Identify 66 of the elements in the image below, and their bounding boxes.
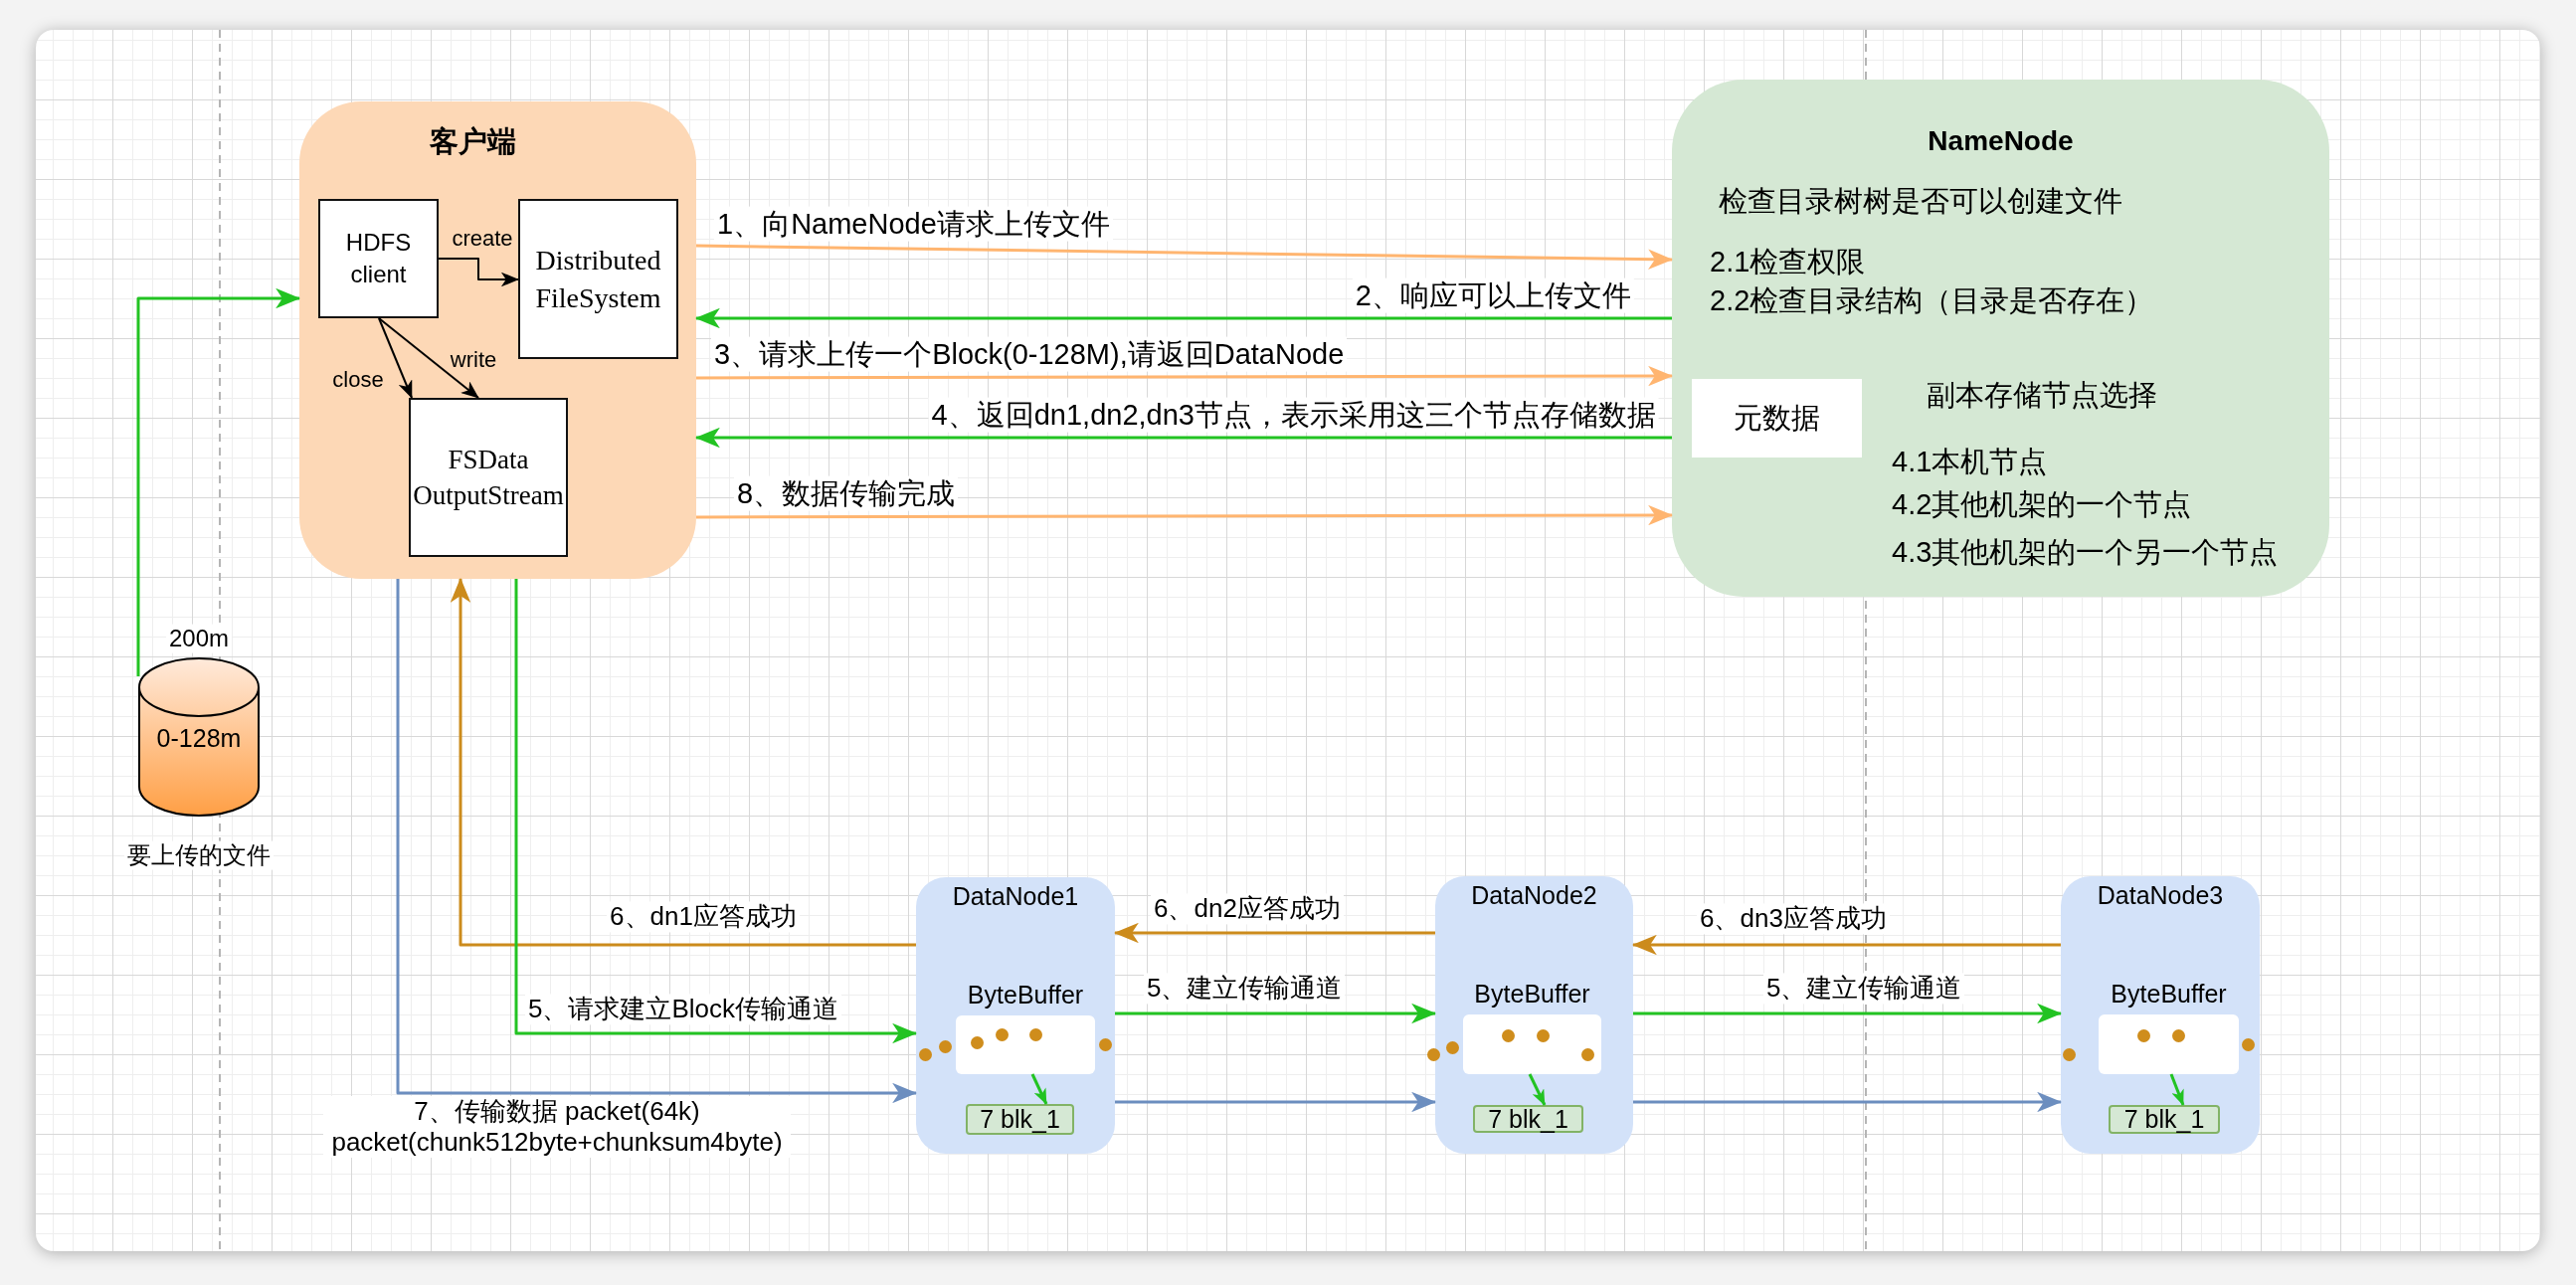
node-text: 2.1检查权限 [1710,244,1866,279]
node-text: 4.1本机节点 [1892,444,2048,479]
arrow [1633,1091,2063,1113]
arrow [396,579,918,1104]
block-box: 7 blk_1 [2109,1105,2220,1134]
edge-label: close [332,366,384,394]
panel-title: DataNode2 [1471,880,1597,910]
edge-label: 6、dn2应答成功 [1151,893,1344,925]
metadata-box: 元数据 [1692,379,1862,458]
panel-title: DataNode1 [952,881,1079,911]
node-text: 副本存储节点选择 [1927,377,2157,413]
edge-label: create [452,225,513,253]
edge-label: 6、dn3应答成功 [1697,903,1890,935]
datanode-panel [2061,876,2260,1154]
datanode-panel [1435,876,1633,1154]
block-box: 7 blk_1 [966,1104,1074,1135]
arrow [450,577,916,947]
edge-label: 4、返回dn1,dn2,dn3节点，表示采用这三个节点存储数据 [928,397,1659,433]
arrow [378,317,413,399]
arrow [694,427,1672,449]
node-text: 0-128m [156,723,242,753]
arrow [2169,1073,2185,1106]
node-text: 检查目录树树是否可以创建文件 [1719,183,2122,219]
arrow [136,287,301,676]
edge-label: 2、响应可以上传文件 [1352,277,1634,313]
edge-label: 5、请求建立Block传输通道 [525,994,842,1025]
side-label: 200m [166,624,232,653]
arrow [1633,1003,2063,1024]
datanode-panel [916,877,1115,1154]
panel-title: NameNode [1928,124,2074,158]
node-text: 4.3其他机架的一个另一个节点 [1892,534,2279,570]
arrow [1115,1091,1437,1113]
arrow [1113,922,1435,944]
arrow [1631,934,2061,956]
side-label: 要上传的文件 [124,840,274,870]
arrow [514,579,918,1044]
arrow [696,365,1674,387]
arrow [1115,1003,1437,1024]
process-box: Distributed FileSystem [518,199,678,359]
buffer-label: ByteBuffer [1474,979,1590,1009]
edge-label: 1、向NameNode请求上传文件 [714,206,1113,242]
block-box: 7 blk_1 [1473,1105,1583,1133]
panel-title: DataNode3 [2097,880,2224,910]
namenode-panel [1672,80,2329,597]
arrow [695,244,1674,270]
arrow [1528,1073,1547,1106]
buffer-label: ByteBuffer [2111,979,2227,1009]
arrow [378,317,479,399]
client-panel [299,101,696,579]
panel-title: 客户端 [429,123,516,159]
arrow [694,307,1672,329]
arrow [696,504,1674,526]
process-box: HDFS client [318,199,439,318]
node-text: 2.2检查目录结构（目录是否存在） [1710,282,2154,318]
arrow [1030,1073,1048,1105]
edge-label: 3、请求上传一个Block(0-128M),请返回DataNode [711,336,1348,372]
edge-label: 5、建立传输通道 [1763,973,1965,1005]
edge-label: 8、数据传输完成 [734,475,959,511]
process-box: FSData OutputStream [409,398,568,557]
edge-label: 6、dn1应答成功 [607,901,800,933]
edge-label: write [450,346,497,374]
node-text: 4.2其他机架的一个节点 [1892,486,2192,522]
arrow [438,258,519,287]
edge-label: 5、建立传输通道 [1144,973,1346,1005]
edge-label: 7、传输数据 packet(64k) packet(chunk512byte+chunksum4byte) [323,1096,791,1158]
buffer-label: ByteBuffer [967,980,1084,1010]
